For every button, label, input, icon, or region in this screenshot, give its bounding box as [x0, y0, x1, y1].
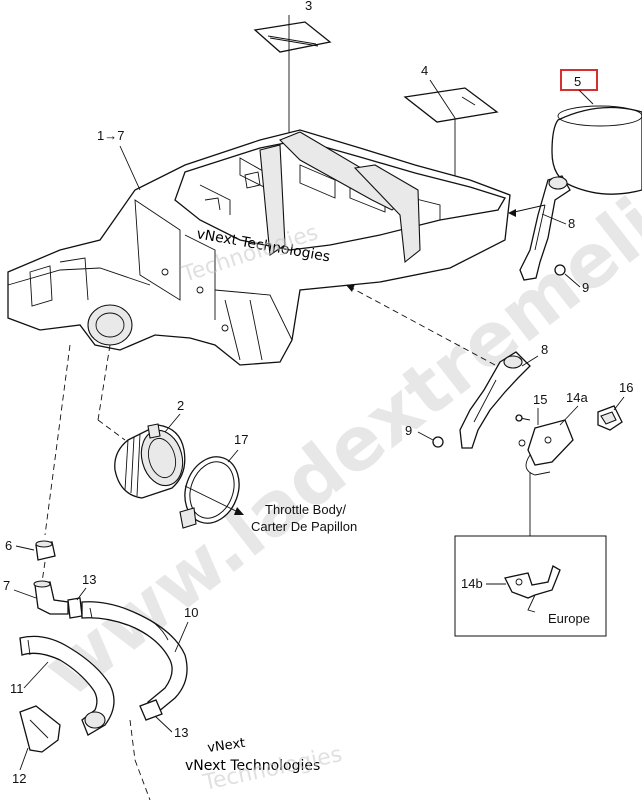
leader-9-lower: [417, 431, 434, 441]
callout-8-lower: 8: [541, 342, 548, 357]
part-14a-sensor: [518, 419, 574, 476]
callout-13-upper: 13: [82, 572, 96, 587]
callout-6: 6: [5, 538, 12, 553]
dashed-bottom-b: [134, 759, 151, 800]
callout-16: 16: [619, 380, 633, 395]
part-9-upper-washer: [554, 264, 566, 276]
leader-10: [174, 621, 189, 653]
leader-12: [19, 747, 29, 771]
part-7-elbow: [33, 580, 69, 615]
airbox-assembly: [7, 129, 511, 366]
part-11-hose: [19, 635, 115, 736]
leader-1-7: [119, 145, 141, 191]
throttle-label-line2: Carter De Papillon: [251, 519, 357, 534]
part-2-coupler: [114, 423, 186, 499]
callout-1-7: 1→7: [97, 128, 124, 143]
callout-9-top: 9: [582, 280, 589, 295]
leader-5: [578, 89, 594, 105]
callout-8-top: 8: [568, 216, 575, 231]
callout-7: 7: [3, 578, 10, 593]
callout-3: 3: [305, 0, 312, 13]
leader-13-upper: [76, 587, 87, 601]
throttle-arrowhead: [234, 507, 244, 515]
part-13-upper-clamp: [67, 597, 83, 619]
leader-17: [227, 449, 239, 463]
throttle-arrow-line: [184, 485, 239, 513]
watermark-vnext-bottom-2: vNext Technologies: [185, 758, 320, 774]
part-15-screw: [515, 414, 531, 422]
callout-9-lower: 9: [405, 423, 412, 438]
callout-12: 12: [12, 771, 26, 786]
dashed-6-to-7: [41, 561, 46, 583]
leader-4-top: [429, 79, 456, 119]
watermark-vnext-bottom-1: vNext: [206, 736, 246, 756]
callout-2: 2: [177, 398, 184, 413]
leader-6: [15, 545, 35, 551]
leader-9-top: [564, 273, 581, 288]
throttle-label-line1: Throttle Body/: [265, 502, 346, 517]
part-8-upper-bracket: [519, 175, 571, 281]
part-10-hose: [81, 601, 188, 713]
callout-13-lower: 13: [174, 725, 188, 740]
part-16-clip: [597, 405, 623, 431]
callout-4: 4: [421, 63, 428, 78]
leader-16: [613, 396, 625, 411]
callout-14b: 14b: [461, 576, 483, 591]
arrowhead-dashed: [346, 284, 355, 292]
part-14b-bracket: [504, 565, 561, 613]
part-5-cylinder: [551, 105, 642, 195]
dashed-bottom: [129, 719, 136, 761]
part-9-lower-washer: [432, 436, 444, 448]
part-3-plate: [253, 21, 332, 53]
dashed-airbox-to-2b: [97, 419, 126, 441]
part-17-clamp: [179, 456, 240, 529]
part-4-plate: [403, 87, 499, 123]
callout-10: 10: [184, 605, 198, 620]
callout-14a: 14a: [566, 390, 588, 405]
dashed-airbox-to-2: [97, 344, 111, 421]
part-6-cap: [35, 540, 56, 561]
part-13-lower-clamp: [139, 699, 163, 721]
leader-11: [23, 661, 49, 689]
leader-14a: [559, 405, 579, 426]
leader-8-top: [541, 213, 567, 225]
callout-11: 11: [10, 681, 24, 696]
leader-13-lower: [154, 715, 173, 733]
leader-7: [13, 589, 37, 599]
callout-15: 15: [533, 392, 547, 407]
leader-2: [164, 413, 181, 433]
callout-5: 5: [574, 74, 581, 89]
callout-17: 17: [234, 432, 248, 447]
part-12-clip: [19, 705, 61, 753]
dashed-arrow-airbox: [349, 286, 496, 366]
leader-8-lower: [521, 355, 539, 367]
dashed-airbox-to-6: [44, 344, 71, 536]
part-8-lower-bracket: [459, 351, 531, 449]
europe-label: Europe: [548, 611, 590, 626]
arrowhead-8: [508, 209, 516, 217]
